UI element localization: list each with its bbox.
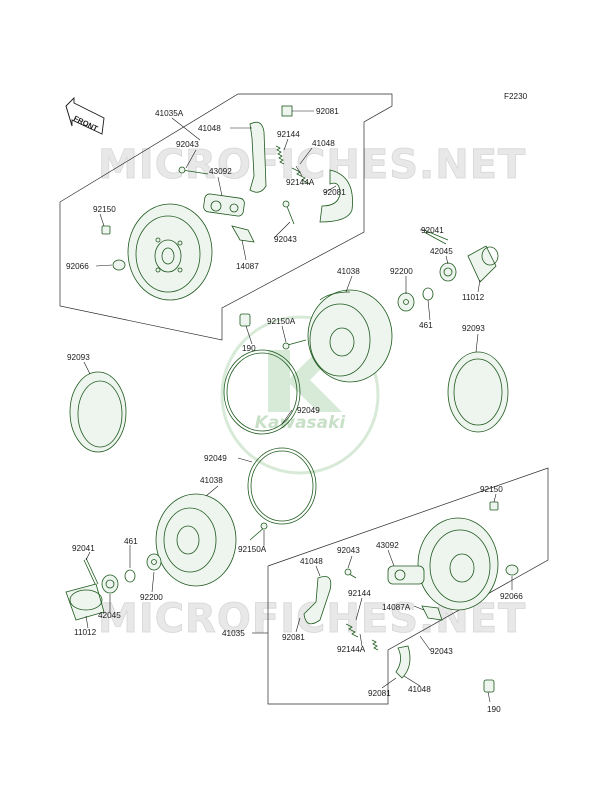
label-92144A-b: 92144A [337, 645, 366, 654]
label-92081-c: 92081 [282, 633, 305, 642]
label-43092-b: 43092 [376, 541, 399, 550]
label-92043-a: 92043 [176, 140, 199, 149]
lower-o-ring [247, 447, 317, 525]
label-14087: 14087 [236, 262, 259, 271]
upper-backing-plate [127, 203, 213, 301]
label-92066-a: 92066 [66, 262, 89, 271]
label-92093-b: 92093 [462, 324, 485, 333]
lower-spring-1 [345, 623, 359, 638]
label-92093-a: 92093 [67, 353, 90, 362]
label-92043-c: 92043 [337, 546, 360, 555]
watermark-top: MICROFICHES.NET [98, 142, 526, 188]
leader-lines [83, 110, 513, 703]
kawasaki-logo: Kawasaki [220, 315, 380, 475]
label-41038-b: 41038 [200, 476, 223, 485]
label-461-b: 461 [124, 537, 138, 546]
label-92200-b: 92200 [140, 593, 163, 602]
logo-text: Kawasaki [255, 413, 347, 433]
upper-spring-2 [291, 167, 311, 185]
lower-assembly-frame [267, 467, 549, 705]
label-42045-a: 42045 [430, 247, 453, 256]
label-92144-b: 92144 [348, 589, 371, 598]
upper-washer [397, 292, 415, 312]
upper-assembly-frame [59, 93, 393, 341]
lower-bleeder [489, 501, 499, 511]
upper-wheel-cylinder [203, 193, 245, 217]
label-14087A: 14087A [382, 603, 411, 612]
upper-nut [439, 262, 457, 282]
label-92150-b: 92150 [480, 485, 503, 494]
upper-brake-shoe-2 [319, 169, 353, 223]
label-190-b: 190 [487, 705, 501, 714]
lower-bolt [344, 568, 357, 579]
label-41048-a: 41048 [198, 124, 221, 133]
lower-wheel-cylinder [387, 565, 425, 585]
upper-pin [282, 200, 295, 225]
lower-nut [101, 574, 119, 594]
lower-stud [483, 679, 495, 693]
label-41038-a: 41038 [337, 267, 360, 276]
upper-o-ring [223, 349, 301, 435]
lower-spring-2 [371, 639, 379, 651]
upper-cotter-pin [423, 229, 449, 245]
label-92144-a: 92144 [277, 130, 300, 139]
upper-bracket [231, 225, 255, 243]
label-92049-b: 92049 [204, 454, 227, 463]
label-43092-a: 43092 [209, 167, 232, 176]
label-11012-b: 11012 [74, 628, 97, 637]
upper-bolt [178, 166, 209, 175]
lower-washer [146, 553, 162, 571]
upper-bleeder [101, 225, 111, 235]
right-seal [447, 351, 509, 433]
label-92041-b: 92041 [72, 544, 95, 553]
lower-bracket [421, 605, 443, 621]
upper-retainer-clip [281, 105, 293, 117]
lower-brake-shoe-2 [395, 645, 411, 679]
upper-grease-plug [112, 259, 126, 271]
front-arrow-icon: FRONT [65, 96, 105, 135]
label-42045-b: 42045 [98, 611, 121, 620]
label-190-a: 190 [242, 344, 256, 353]
label-92043-b: 92043 [274, 235, 297, 244]
label-92150A-a: 92150A [267, 317, 296, 326]
lower-grease-plug [505, 564, 519, 576]
left-seal [69, 371, 127, 453]
label-92081-b: 92081 [323, 188, 346, 197]
lower-drum-bolt [249, 522, 268, 541]
label-41035: 41035 [222, 629, 245, 638]
lower-lock-ring [124, 569, 136, 583]
label-41048-b: 41048 [312, 139, 335, 148]
label-41048-d: 41048 [408, 685, 431, 694]
lower-backing-plate [417, 517, 499, 611]
upper-drum-bolt [282, 339, 307, 350]
upper-stud [239, 313, 251, 327]
label-92049-a: 92049 [297, 406, 320, 415]
label-92150-a: 92150 [93, 205, 116, 214]
label-92081-a: 92081 [316, 107, 339, 116]
label-92041-a: 92041 [421, 226, 444, 235]
upper-spring-1 [275, 145, 285, 165]
lower-brake-shoe-1 [303, 576, 332, 625]
label-41035A: 41035A [155, 109, 184, 118]
upper-brake-shoe-1 [249, 121, 267, 193]
lower-cotter-pin [83, 557, 99, 587]
label-92150A-b: 92150A [238, 545, 267, 554]
figure-code: F2230 [504, 92, 528, 101]
label-41048-c: 41048 [300, 557, 323, 566]
upper-lock-ring [422, 287, 434, 301]
label-461-a: 461 [419, 321, 433, 330]
label-92066-b: 92066 [500, 592, 523, 601]
label-92043-d: 92043 [430, 647, 453, 656]
label-11012-a: 11012 [462, 293, 485, 302]
upper-cap [467, 245, 499, 283]
lower-cap [65, 583, 105, 621]
label-92144A-a: 92144A [286, 178, 315, 187]
upper-drum [307, 289, 393, 383]
label-92200-a: 92200 [390, 267, 413, 276]
lower-drum [155, 493, 237, 587]
label-92081-d: 92081 [368, 689, 391, 698]
